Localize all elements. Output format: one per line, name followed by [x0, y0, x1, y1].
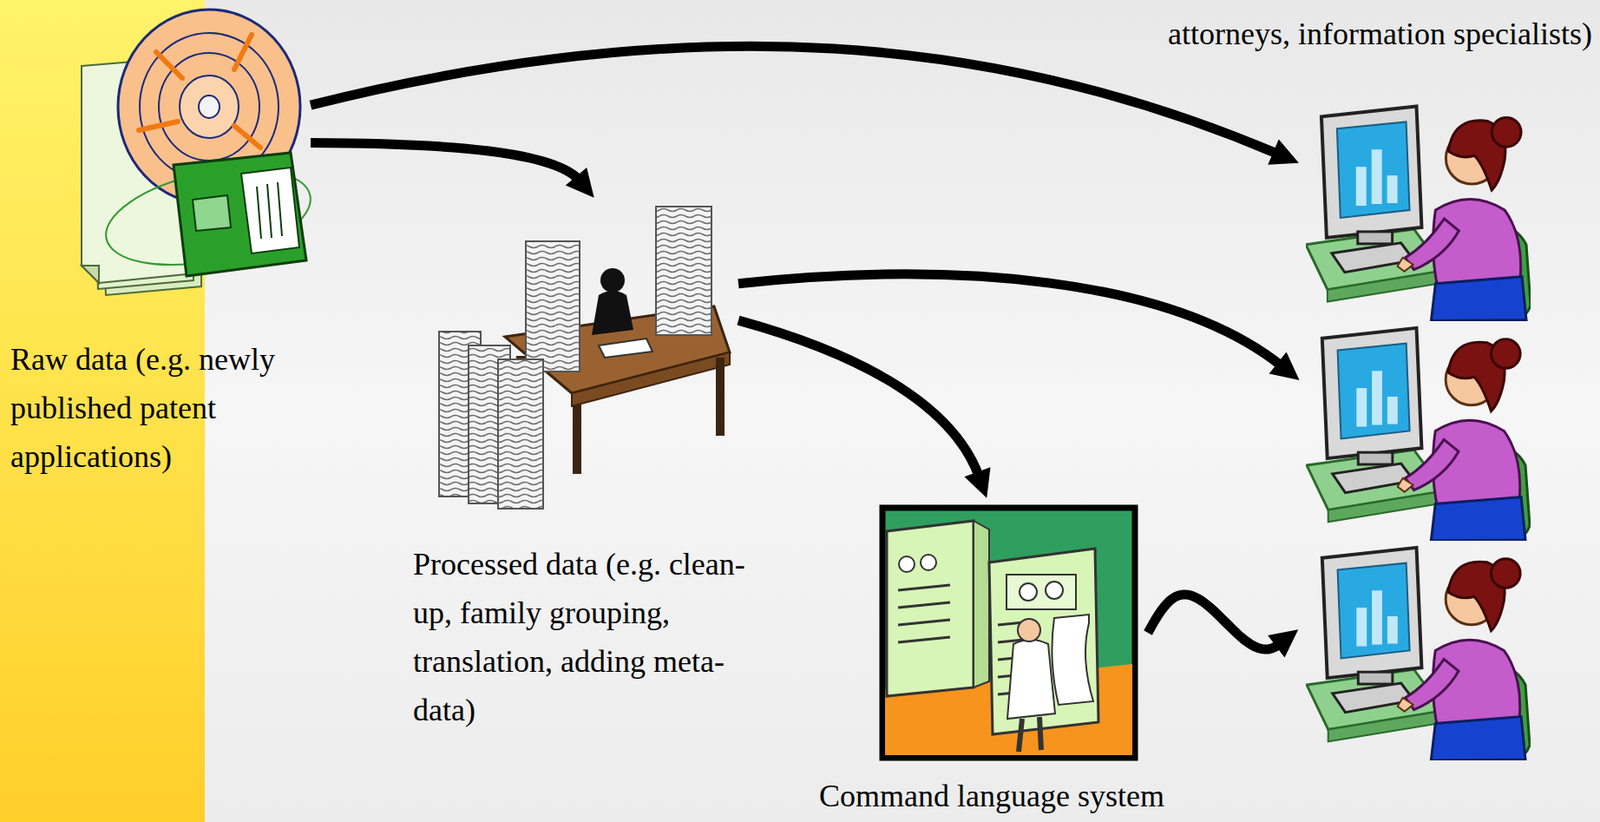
processed-data-node: Processed data (e.g. clean-up, family gr… — [433, 203, 730, 511]
node-label: Processed data (e.g. clean-up, family gr… — [413, 539, 761, 735]
wavy-arrow — [1147, 594, 1281, 650]
raw-data-node: Raw data (e.g. newly published patent ap… — [81, 0, 308, 304]
user-node — [1305, 540, 1531, 761]
user-node: attorneys, information specialists) — [1305, 97, 1531, 322]
command-system-node: Command language system — [879, 504, 1138, 761]
raw-data-icon — [81, 9, 320, 296]
desk-illustration — [439, 206, 730, 509]
mainframe-picture — [882, 507, 1135, 758]
user-figure — [1306, 327, 1530, 541]
node-label: Raw data (e.g. newly published patent ap… — [10, 334, 358, 481]
user-figure — [1306, 547, 1530, 761]
user-node — [1305, 321, 1531, 541]
flow-arrow — [738, 320, 980, 478]
flow-arrow — [310, 45, 1279, 154]
flow-arrow — [738, 274, 1283, 367]
user-figure — [1305, 105, 1531, 321]
flow-arrow — [310, 143, 580, 182]
node-label: Command language system — [819, 776, 1288, 815]
node-label: attorneys, information specialists) — [1025, 14, 1593, 53]
